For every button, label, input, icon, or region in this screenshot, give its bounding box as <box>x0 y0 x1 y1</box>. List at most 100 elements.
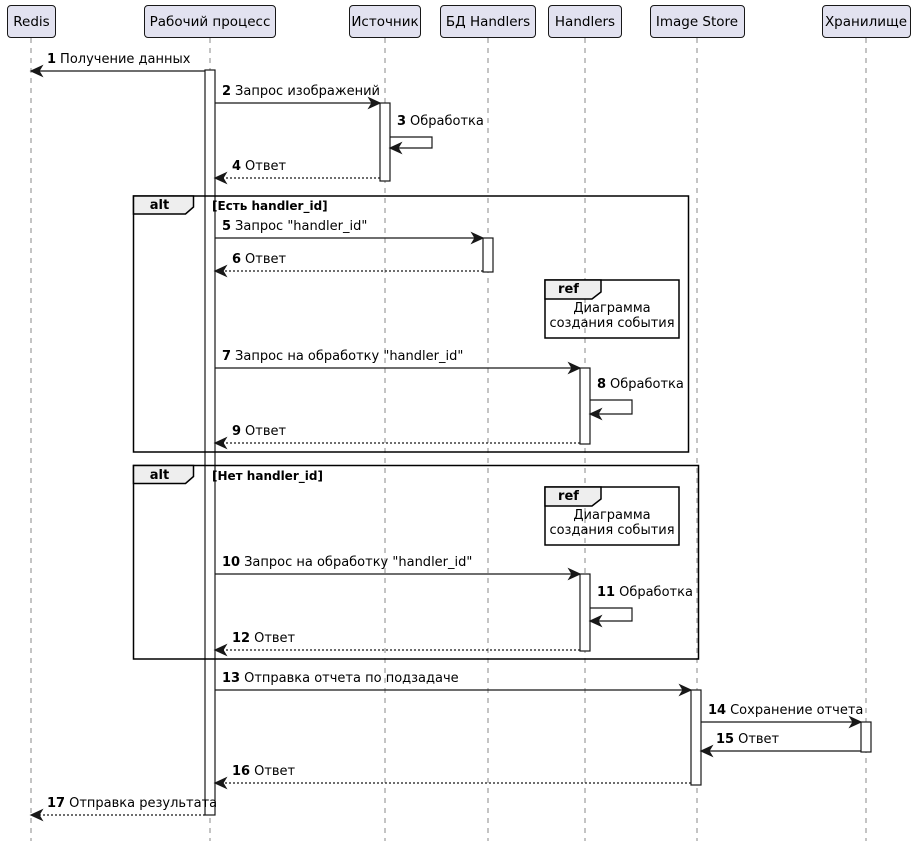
message-text: Обработка <box>619 585 693 600</box>
arrowhead-msg-4 <box>213 171 228 185</box>
message-number: 3 <box>397 114 407 129</box>
activation-image-store <box>690 689 702 786</box>
message-number: 17 <box>47 796 66 811</box>
alt-frames <box>132 195 700 660</box>
message-number: 12 <box>232 631 251 646</box>
message-number: 2 <box>222 84 232 99</box>
ref-fragment-2-frame <box>544 486 680 546</box>
message-number: 7 <box>222 349 232 364</box>
activation-handlers-1 <box>579 367 591 445</box>
message-text: Ответ <box>245 159 287 174</box>
arrowhead-msg-6 <box>213 264 228 278</box>
alt-fragment-2-frame <box>132 464 700 660</box>
alt-fragment-1-frame <box>132 195 690 453</box>
ref-fragment-1-pentagon <box>544 279 602 300</box>
message-text: Запрос изображений <box>235 84 380 99</box>
message-number: 11 <box>597 585 616 600</box>
message-number: 6 <box>232 252 242 267</box>
message-text: Запрос "handler_id" <box>235 219 368 234</box>
arrow-msg-11 <box>590 607 633 622</box>
ref-fragment-1-frame <box>544 279 680 339</box>
message-number: 8 <box>597 377 607 392</box>
activation-bars <box>204 69 872 816</box>
ref-fragment-2-pentagon <box>544 486 602 507</box>
activation-storage <box>860 721 872 753</box>
message-number: 16 <box>232 764 251 779</box>
message-text: Обработка <box>410 114 484 129</box>
message-number: 4 <box>232 159 242 174</box>
message-text: Запрос на обработку "handler_id" <box>235 349 464 364</box>
alt-fragment-1-label: alt <box>149 198 170 213</box>
arrowhead-msg-14 <box>848 715 863 729</box>
arrowhead-msg-15 <box>699 744 714 758</box>
arrowhead-msg-17 <box>29 808 44 822</box>
ref-fragment-2-label: ref <box>558 489 579 504</box>
message-text: Отправка результата <box>69 796 218 811</box>
alt-fragment-1-pentagon <box>132 195 195 215</box>
message-text: Обработка <box>610 377 684 392</box>
ref-fragment-1-text: Диаграмма создания события <box>549 301 675 331</box>
participant-source: Источник <box>349 5 421 38</box>
lifelines <box>30 38 867 841</box>
message-text: Запрос на обработку "handler_id" <box>244 555 473 570</box>
message-text: Ответ <box>245 252 287 267</box>
arrowhead-msg-13 <box>678 683 693 697</box>
message-text: Отправка отчета по подзадаче <box>244 671 459 686</box>
arrowhead-msg-7 <box>567 361 582 375</box>
message-text: Сохранение отчета <box>730 703 864 718</box>
arrow-msg-8 <box>590 399 633 415</box>
participant-image-store: Image Store <box>649 5 745 38</box>
arrowhead-msg-10 <box>567 567 582 581</box>
arrow-msg-3 <box>390 136 433 149</box>
alt-fragment-2-guard: [Нет handler_id] <box>212 468 323 483</box>
message-text: Ответ <box>254 764 296 779</box>
activation-source <box>379 102 391 182</box>
message-number: 15 <box>716 732 735 747</box>
ref-frames <box>544 279 680 546</box>
message-number: 5 <box>222 219 232 234</box>
message-text: Ответ <box>254 631 296 646</box>
ref-fragment-2-text: Диаграмма создания события <box>549 508 675 538</box>
arrowhead-msg-9 <box>213 436 228 450</box>
message-text: Ответ <box>245 424 287 439</box>
message-number: 14 <box>708 703 727 718</box>
arrowhead-msg-1 <box>29 64 44 78</box>
message-number: 1 <box>47 52 57 67</box>
participant-redis: Redis <box>7 5 56 38</box>
activation-worker <box>204 69 216 816</box>
alt-fragment-2-pentagon <box>132 464 195 485</box>
arrowhead-msg-5 <box>470 231 485 245</box>
participant-db-handlers: БД Handlers <box>440 5 536 38</box>
ref-fragment-1-label: ref <box>558 282 579 297</box>
participant-handlers: Handlers <box>548 5 622 38</box>
arrowhead-msg-16 <box>213 776 228 790</box>
activation-handlers-2 <box>579 573 591 652</box>
message-number: 9 <box>232 424 242 439</box>
arrowhead-msg-11 <box>588 614 603 628</box>
message-text: Ответ <box>738 732 780 747</box>
participant-worker: Рабочий процесс <box>144 5 276 38</box>
alt-fragment-2-label: alt <box>149 467 170 483</box>
alt-fragment-1-guard: [Есть handler_id] <box>212 199 328 213</box>
message-text: Получение данных <box>60 52 191 67</box>
arrowhead-msg-12 <box>213 643 228 657</box>
participant-storage: Хранилище <box>821 5 911 38</box>
